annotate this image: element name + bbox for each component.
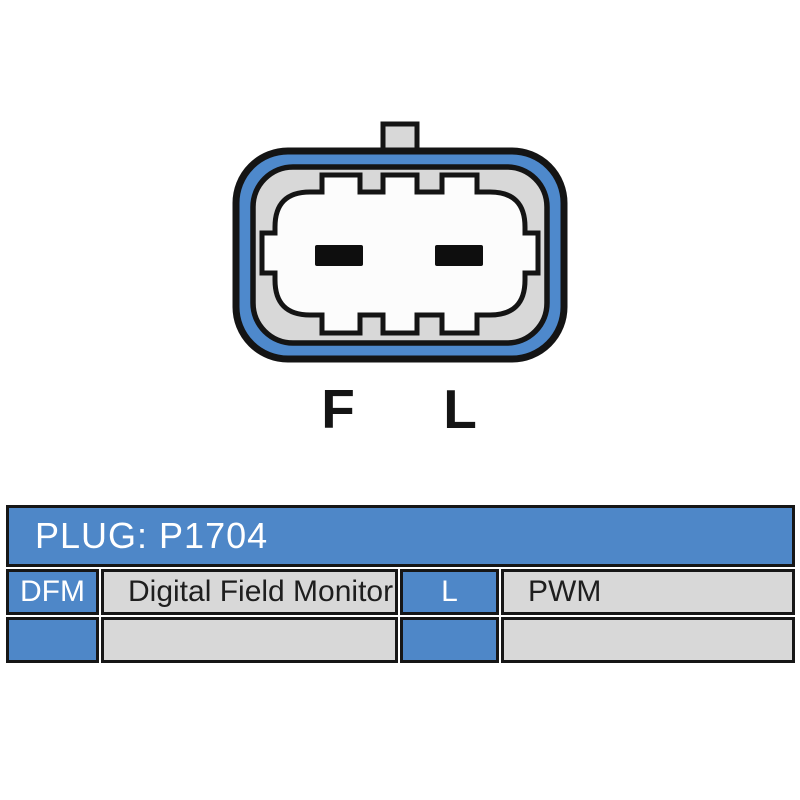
table-row-empty (6, 617, 796, 663)
plug-info-table: PLUG: P1704 DFM Digital Field Monitor L … (4, 503, 797, 665)
pin-code-dfm: DFM (6, 569, 99, 615)
connector-diagram: F L (232, 121, 568, 440)
pin-label-f: F (321, 378, 355, 440)
table-header-row: PLUG: P1704 (6, 505, 796, 567)
empty-blue-cell-1 (6, 617, 99, 663)
pin-description-l: PWM (501, 569, 796, 615)
pin-description-dfm: Digital Field Monitor (101, 569, 398, 615)
pin-code-l: L (400, 569, 499, 615)
empty-gray-cell-1 (101, 617, 398, 663)
connector-cavity (259, 172, 541, 336)
pin-label-l: L (443, 378, 477, 440)
empty-gray-cell-2 (501, 617, 796, 663)
pin-f (315, 245, 363, 266)
plug-title: PLUG: P1704 (6, 505, 796, 567)
pin-l (435, 245, 483, 266)
table-row-pin-definitions: DFM Digital Field Monitor L PWM (6, 569, 796, 615)
empty-blue-cell-2 (400, 617, 499, 663)
